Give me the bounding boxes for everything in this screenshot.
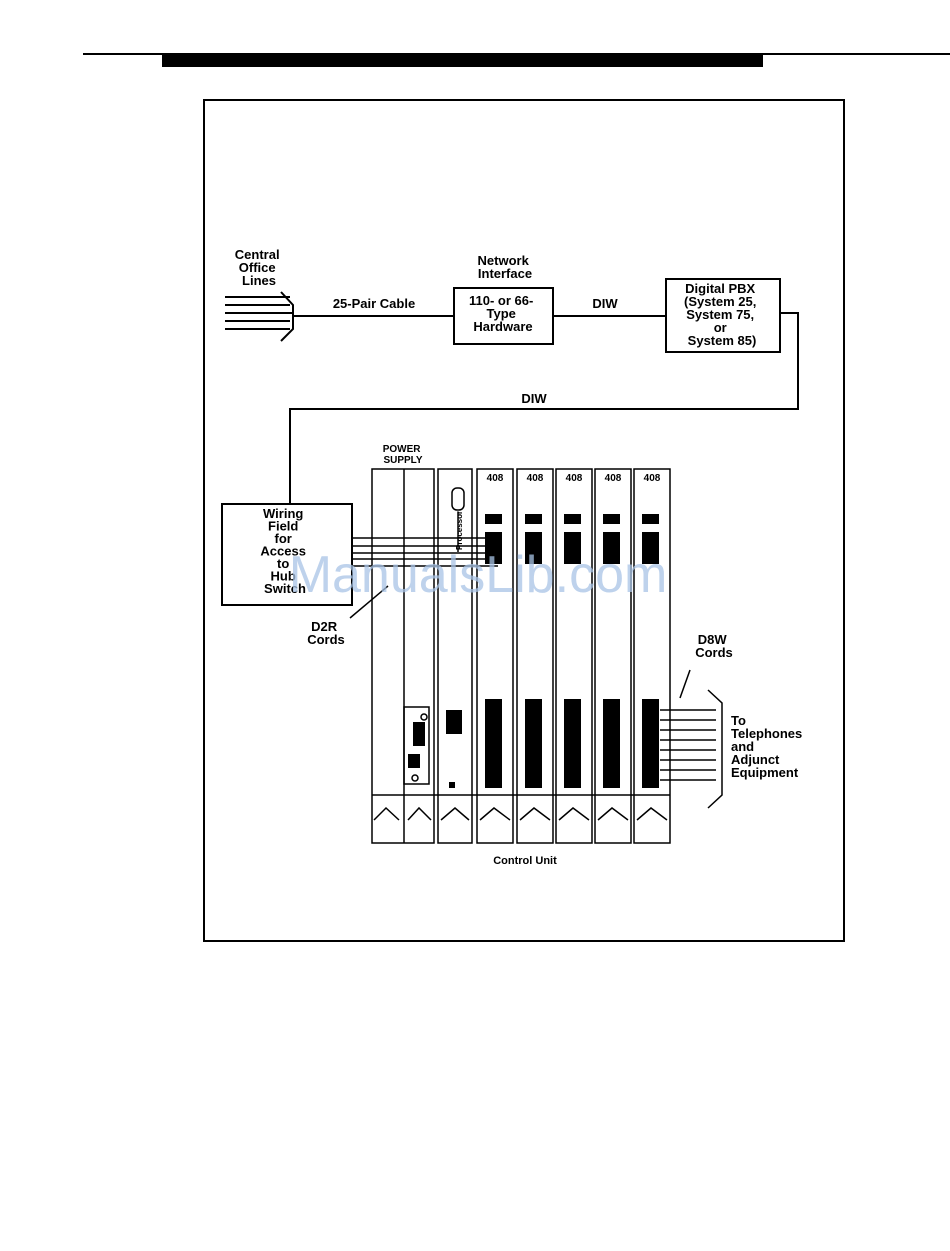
processor-module [437, 468, 473, 844]
d8w-cord-lines [660, 669, 723, 809]
control-unit-label: Control Unit [493, 855, 557, 867]
diw-line-route [289, 312, 799, 504]
watermark: ManualsLib.com [289, 546, 668, 604]
hardware-label: 110- or 66- Type Hardware [469, 293, 537, 334]
pbx-label: Digital PBX (System 25, System 75, or Sy… [684, 281, 760, 348]
telephones-label: To Telephones and Adjunct Equipment [731, 713, 806, 780]
central-office-label: Central Office Lines [235, 247, 283, 288]
slot-5 [633, 468, 671, 844]
slot-3-label: 408 [566, 473, 583, 484]
slot-1 [476, 468, 514, 844]
d2r-cords-label: D2R Cords [307, 619, 345, 647]
slot-2 [516, 468, 554, 844]
diw-top-label: DIW [592, 296, 618, 311]
figure-frame [203, 99, 845, 942]
slot-2-label: 408 [527, 473, 544, 484]
power-supply-module [371, 468, 435, 844]
header-bar [162, 54, 763, 67]
slot-5-label: 408 [644, 473, 661, 484]
wiring-field-box [221, 503, 353, 606]
slot-1-label: 408 [487, 473, 504, 484]
central-office-lines [225, 291, 294, 342]
power-supply-label: POWER SUPPLY [383, 444, 424, 466]
slot-3 [555, 468, 593, 844]
pair-cable-label: 25-Pair Cable [333, 296, 415, 311]
processor-label: Processor [455, 511, 464, 550]
wiring-field-label: Wiring Field for Access to Hub Switch [260, 506, 309, 596]
d8w-cords-label: D8W Cords [695, 632, 733, 660]
d2r-cord-lines [349, 537, 498, 619]
diw-mid-label: DIW [521, 391, 547, 406]
network-interface-label: Network Interface [478, 253, 533, 281]
slot-4 [594, 468, 632, 844]
control-unit [371, 468, 671, 844]
slot-4-label: 408 [605, 473, 622, 484]
pbx-box [665, 278, 781, 353]
card-components [408, 514, 659, 788]
